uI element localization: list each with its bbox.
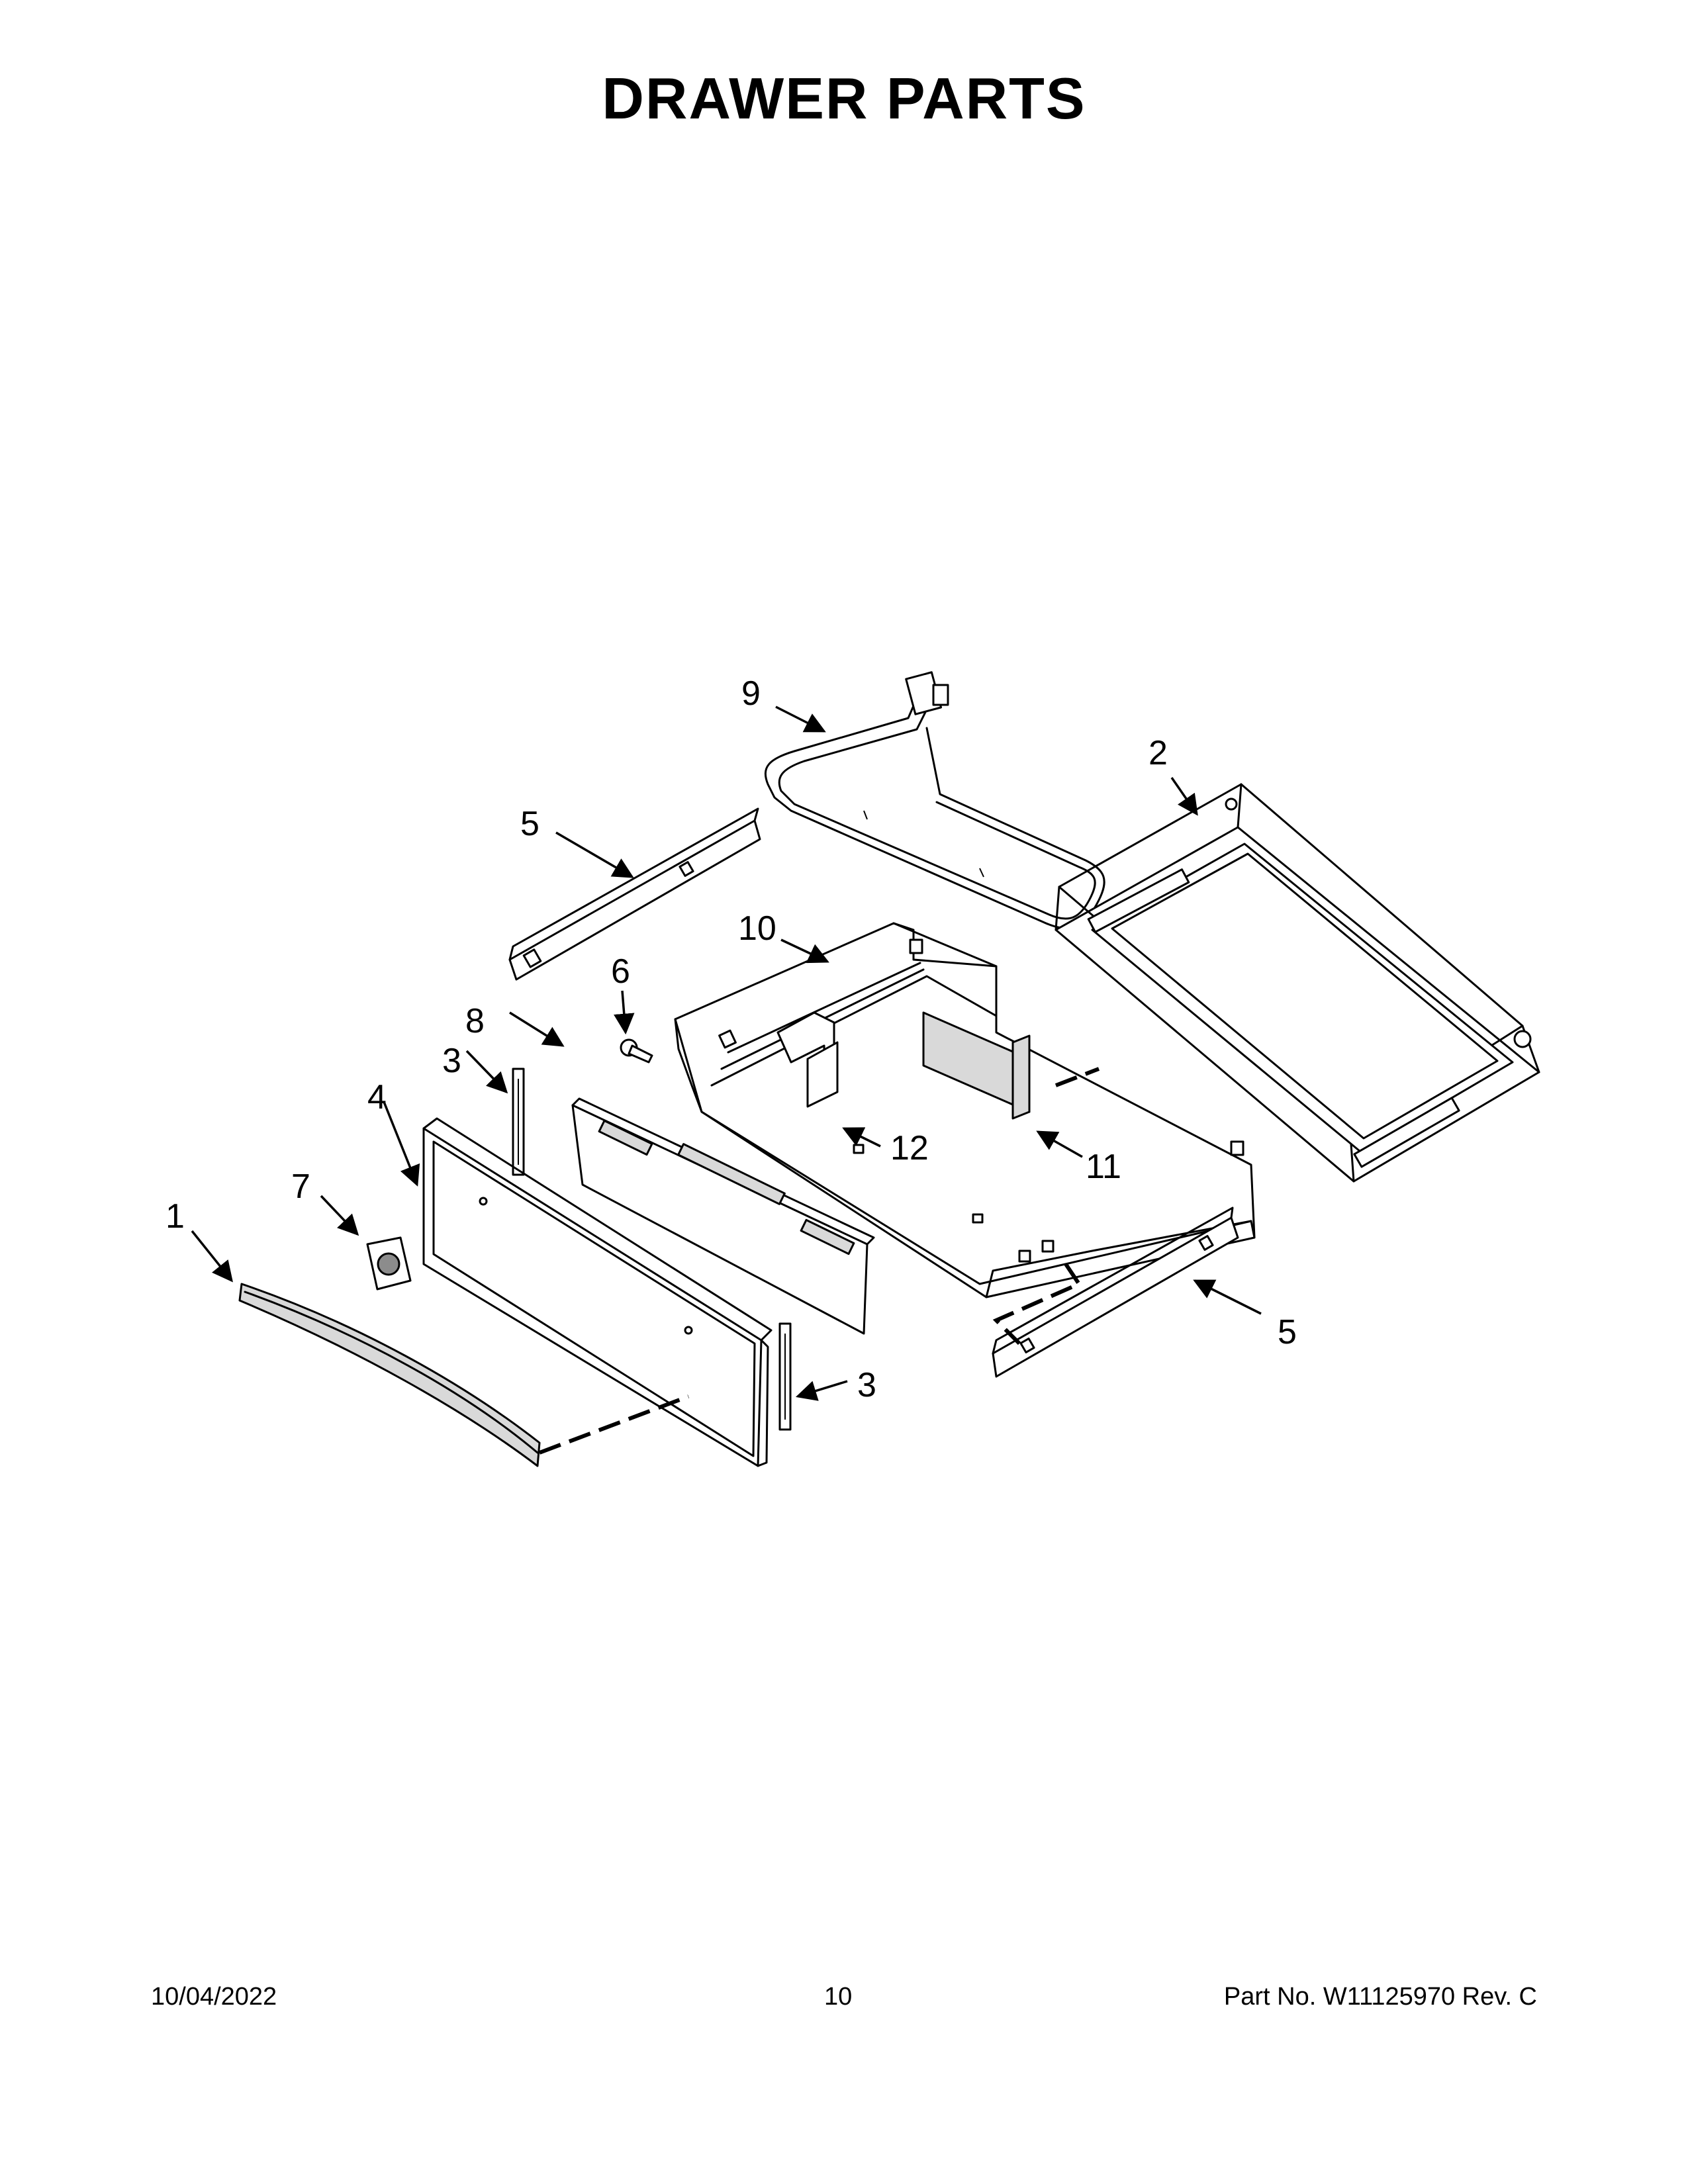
callout-3-upper: 3 — [442, 1042, 461, 1080]
assembly-line-rail — [992, 1263, 1082, 1345]
footer-page-number: 10 — [824, 1983, 853, 2011]
leader-arrow-2 — [1170, 777, 1198, 816]
footer-date: 10/04/2022 — [151, 1983, 277, 2011]
leader-arrow-11 — [1036, 1130, 1083, 1158]
drawer-body-part — [674, 922, 1256, 1298]
callout-4: 4 — [367, 1078, 387, 1116]
leader-arrow-5-upper — [555, 831, 634, 878]
screw-part — [620, 1038, 653, 1064]
drawer-pan-part — [1055, 783, 1540, 1183]
heating-element-part — [764, 671, 1105, 929]
lower-slide-rail-part — [992, 1206, 1239, 1378]
callout-1: 1 — [165, 1197, 185, 1236]
callout-3-lower: 3 — [857, 1366, 876, 1404]
callout-6: 6 — [611, 952, 630, 991]
callout-5-lower: 5 — [1278, 1313, 1297, 1351]
footer-part-number: Part No. W11125970 Rev. C — [1223, 1983, 1537, 2011]
callout-11: 11 — [1086, 1148, 1121, 1186]
leader-arrow-3-lower — [795, 1380, 848, 1401]
callout-9: 9 — [741, 674, 761, 713]
badge-part — [366, 1236, 412, 1291]
callout-8: 8 — [465, 1002, 485, 1040]
upper-slide-rail-part — [508, 807, 761, 981]
callout-12: 12 — [890, 1129, 929, 1167]
callout-10: 10 — [738, 909, 776, 948]
callout-7: 7 — [291, 1167, 310, 1206]
handle-part — [238, 1283, 541, 1467]
leader-arrow-9 — [775, 705, 826, 733]
door-panel-part — [422, 1117, 773, 1467]
callout-2: 2 — [1149, 734, 1168, 772]
side-panel-part — [1011, 1034, 1031, 1120]
assembly-line-panel — [1055, 1067, 1100, 1087]
leader-arrow-10 — [780, 938, 829, 964]
bracket-part — [806, 1041, 839, 1108]
leader-arrow-4 — [383, 1101, 420, 1187]
page-title: DRAWER PARTS — [602, 66, 1086, 131]
inner-door-panel-part — [571, 1097, 875, 1335]
leader-arrow-1 — [191, 1230, 233, 1283]
leader-arrow-8 — [509, 1011, 565, 1047]
leader-arrow-5-lower — [1193, 1279, 1262, 1315]
door-clip-part-upper — [512, 1068, 525, 1176]
leader-arrow-12 — [842, 1127, 881, 1148]
callout-5-upper: 5 — [520, 805, 539, 843]
leader-arrow-7 — [320, 1195, 359, 1236]
leader-arrow-6 — [614, 990, 635, 1035]
assembly-line-handle — [538, 1394, 690, 1455]
door-clip-part-lower — [778, 1322, 792, 1431]
leader-arrow-3-upper — [465, 1050, 508, 1094]
